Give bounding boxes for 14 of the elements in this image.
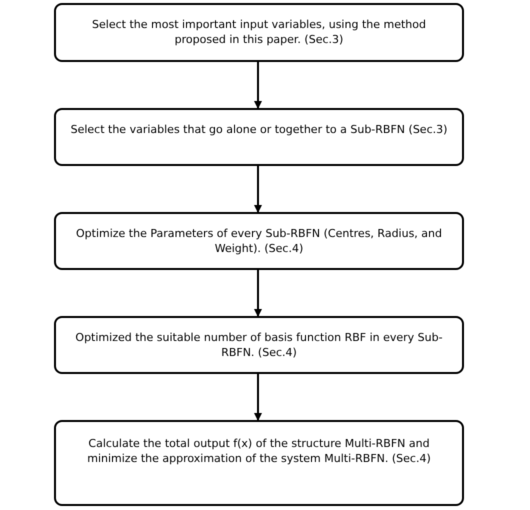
process-box — [54, 316, 464, 374]
process-box — [54, 108, 464, 166]
arrow — [254, 270, 262, 317]
process-box — [54, 212, 464, 270]
step-text: Calculate the total output f(x) of the structure Multi-RBFN and minimize the approximation of the system Multi-RBFN. (Sec.4) — [86, 436, 432, 466]
process-box — [54, 420, 464, 506]
step-text: Optimize the Parameters of every Sub-RBFN (Centres, Radius, and Weight). (Sec.4) — [74, 226, 443, 256]
step-text: Select the most important input variables, using the method proposed in this paper. (Sec.3) — [91, 17, 427, 47]
step-text: Optimized the suitable number of basis function RBF in every Sub-RBFN. (Sec.4) — [74, 330, 444, 360]
process-box — [54, 3, 464, 62]
arrow — [254, 62, 262, 109]
step-text: Select the variables that go alone or together to a Sub-RBFN (Sec.3) — [70, 122, 448, 137]
arrow — [254, 166, 262, 213]
arrow — [254, 374, 262, 421]
